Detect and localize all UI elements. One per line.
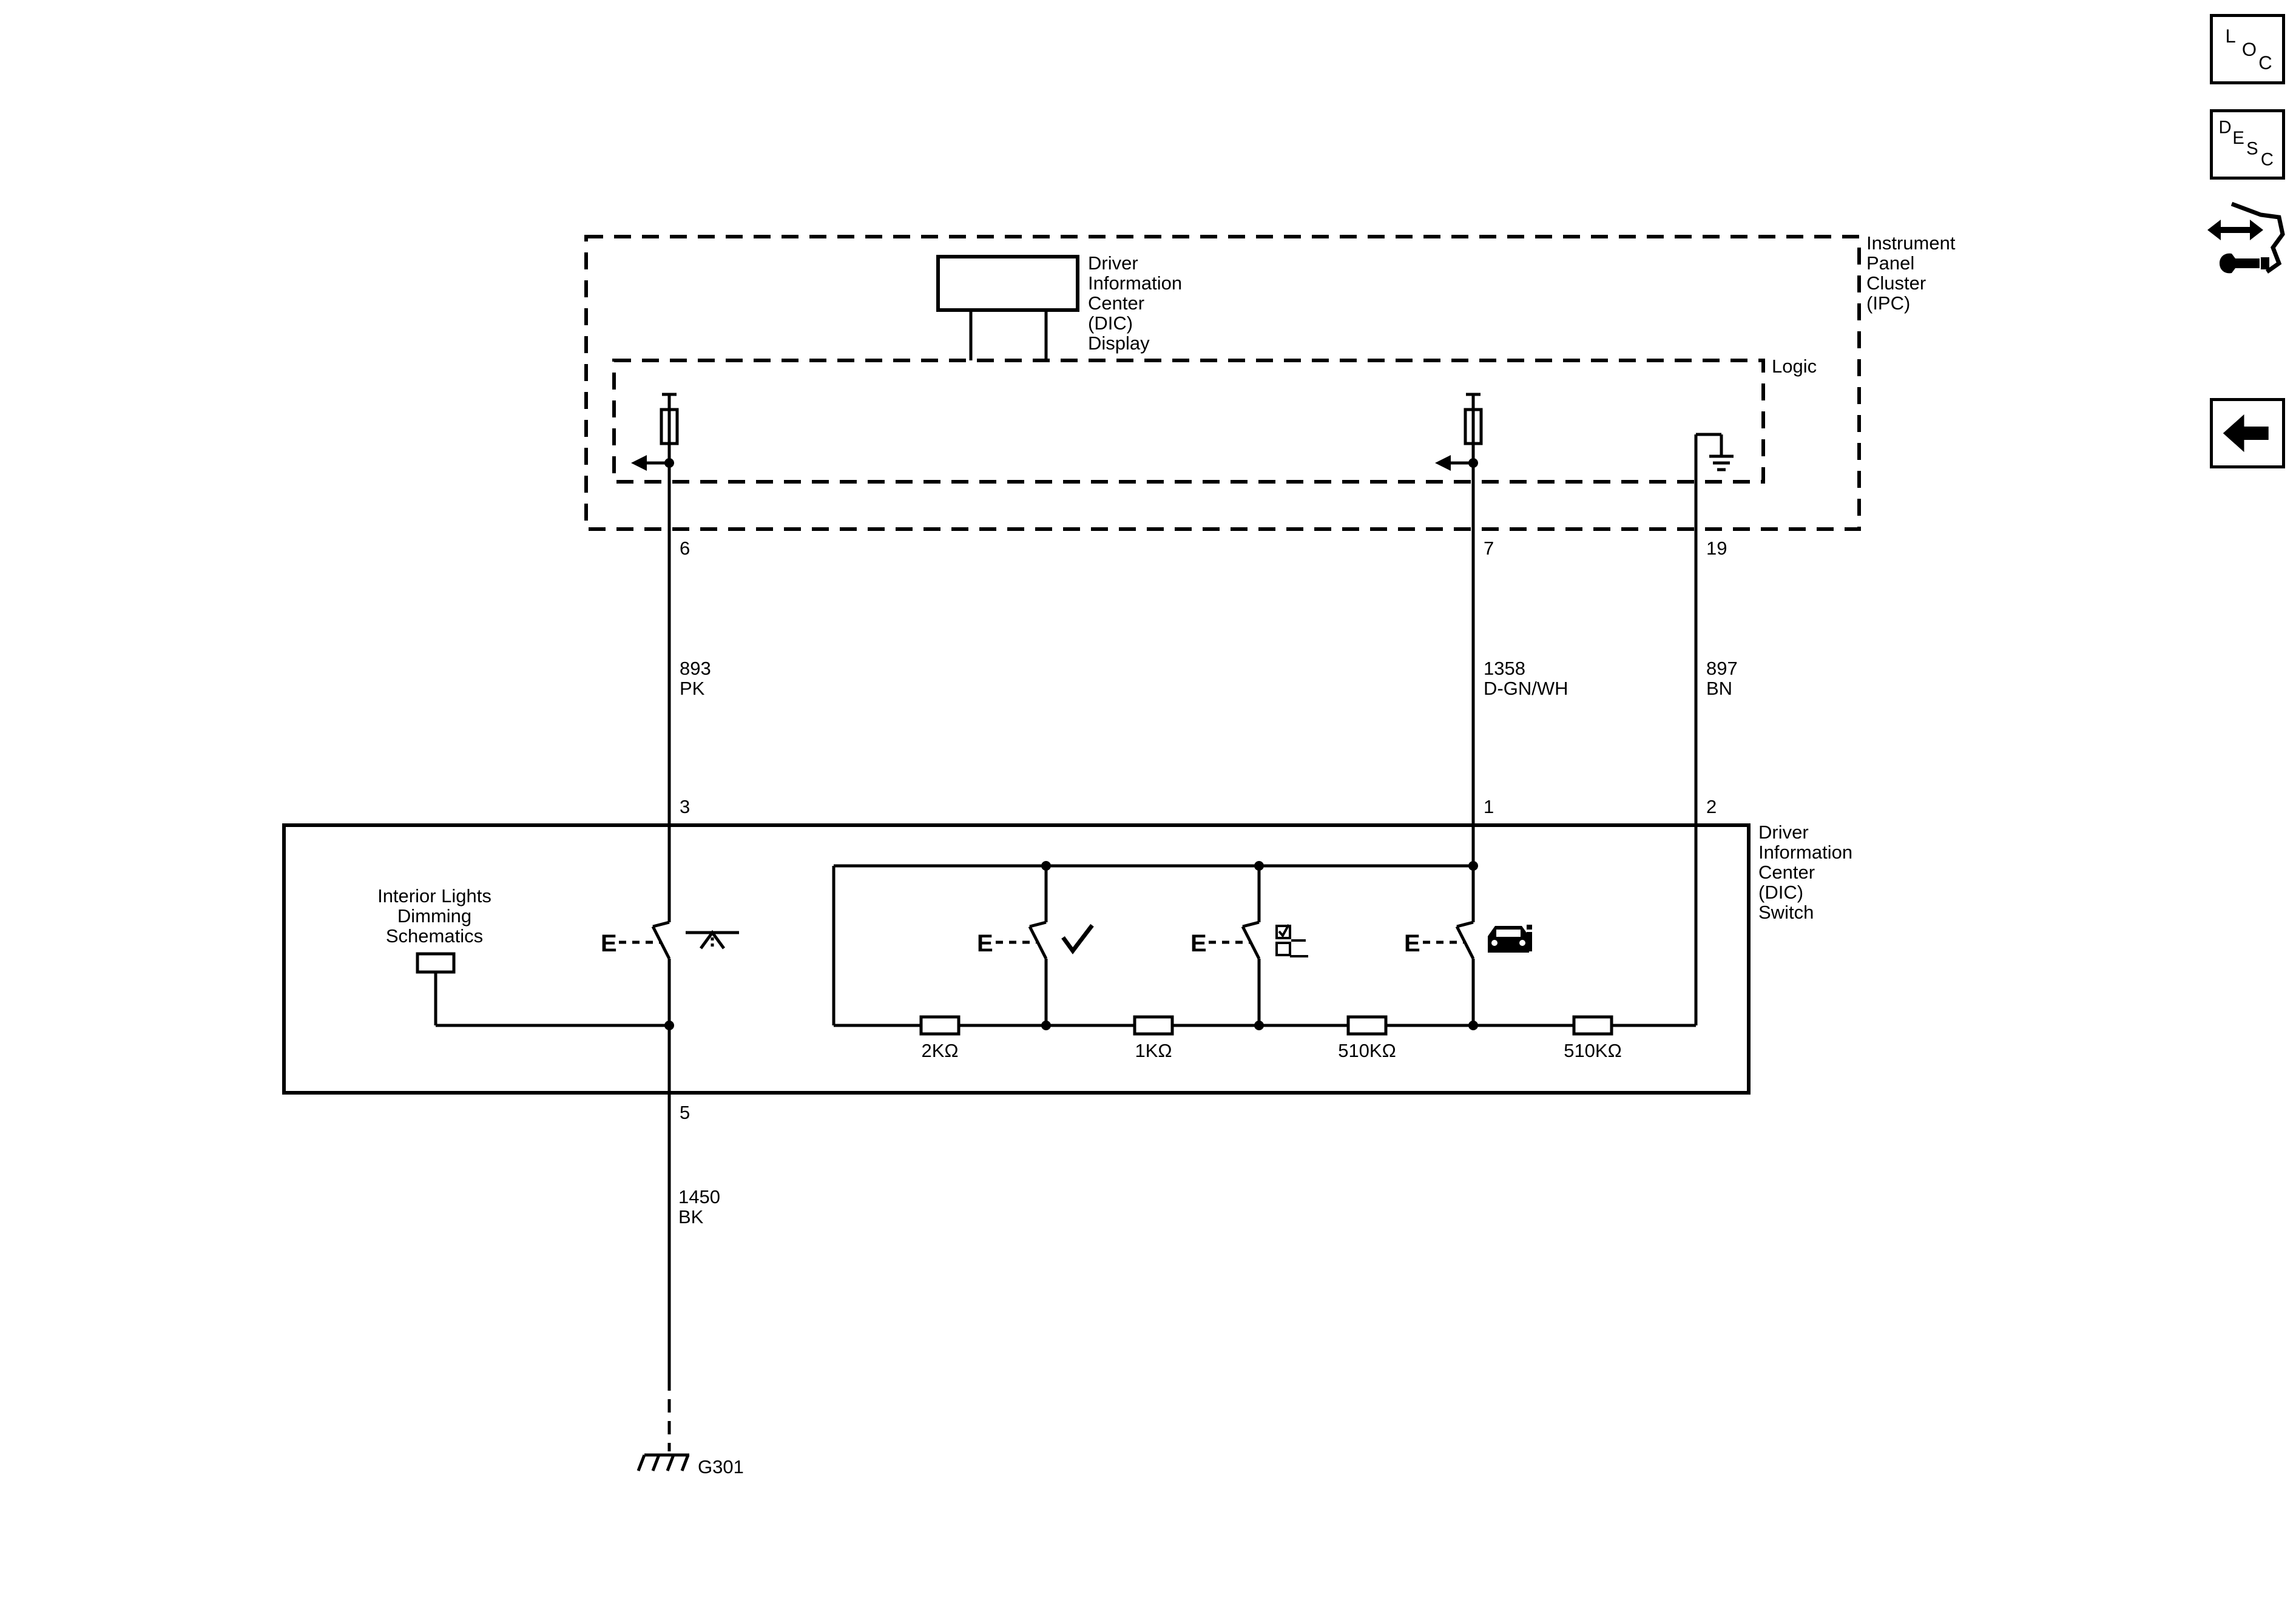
svg-text:E: E: [1190, 930, 1207, 957]
ipc-pin-6: 6: [680, 538, 690, 559]
vehicle-info-icon: [1488, 925, 1532, 953]
desc-button-letter-s: S: [2246, 139, 2258, 158]
resistor-510k-a: [1346, 1015, 1388, 1036]
menu-list-icon: [1275, 924, 1308, 957]
switch-pin-2: 2: [1706, 796, 1717, 817]
connector-repair-icon[interactable]: [2207, 198, 2288, 285]
circuit-number-893: 893: [680, 658, 711, 679]
circuit-number-1450: 1450: [678, 1186, 720, 1207]
dic-switch-label-2: Center: [1758, 862, 1815, 883]
switch-pin-1: 1: [1484, 796, 1494, 817]
switch-pin-3: 3: [680, 796, 690, 817]
ipc-pin-19: 19: [1706, 538, 1727, 559]
wire-color-bn: BN: [1706, 678, 1732, 699]
dic-display-label-0: Driver: [1088, 252, 1138, 274]
ground-g301-label: G301: [698, 1456, 744, 1477]
resistor-510k-b: [1572, 1015, 1613, 1036]
loc-button-letter-l: L: [2225, 25, 2235, 47]
wire-color-pk: PK: [680, 678, 705, 699]
loc-button-letter-c: C: [2258, 52, 2272, 73]
svg-text:E: E: [1404, 930, 1420, 957]
dic-switch-label-0: Driver: [1758, 822, 1809, 843]
dic-switch-label-1: Information: [1758, 842, 1852, 863]
logic-label: Logic: [1772, 356, 1817, 377]
switch-pin-5: 5: [680, 1102, 690, 1123]
select-check-icon: [1061, 923, 1094, 954]
dimming-ref-1[interactable]: Dimming: [397, 905, 471, 927]
resistor-label-510k-a: 510KΩ: [1338, 1040, 1396, 1061]
dic-display-label-3: (DIC): [1088, 312, 1133, 334]
resistor-label-510k-b: 510KΩ: [1564, 1040, 1622, 1061]
resistor-1k: [1133, 1015, 1174, 1036]
back-button[interactable]: [2210, 398, 2285, 468]
ipc-label-3: (IPC): [1866, 292, 1910, 314]
ipc-label-0: Instrument: [1866, 232, 1956, 254]
ipc-pin-7: 7: [1484, 538, 1494, 559]
ipc-box: [584, 235, 1861, 531]
desc-button-letter-c: C: [2261, 150, 2274, 170]
loc-button[interactable]: L O C: [2210, 14, 2285, 84]
dic-display-label-4: Display: [1088, 333, 1150, 354]
circuit-number-1358: 1358: [1484, 658, 1525, 679]
dimming-ref-2[interactable]: Schematics: [386, 925, 483, 947]
dic-switch-box: [282, 823, 1751, 1095]
wire-color-bk: BK: [678, 1206, 704, 1227]
desc-button-letter-e: E: [2232, 129, 2244, 148]
svg-text:E: E: [977, 930, 993, 957]
dic-display-label-1: Information: [1088, 272, 1182, 294]
ipc-label-1: Panel: [1866, 252, 1914, 274]
dic-switch-label-3: (DIC): [1758, 882, 1803, 903]
loc-button-letter-o: O: [2242, 39, 2257, 60]
back-arrow-icon: [2223, 414, 2269, 453]
resistor-label-2k: 2KΩ: [921, 1040, 958, 1061]
dic-display-block: [936, 255, 1079, 312]
desc-button[interactable]: D E S C: [2210, 109, 2285, 180]
circuit-number-897: 897: [1706, 658, 1738, 679]
logic-box: [612, 359, 1765, 484]
dic-display-label-2: Center: [1088, 292, 1144, 314]
dimming-ref-0[interactable]: Interior Lights: [377, 885, 491, 906]
resistor-2k: [919, 1015, 961, 1036]
desc-button-letter-d: D: [2218, 118, 2231, 138]
wire-color-dgnwh: D-GN/WH: [1484, 678, 1568, 699]
svg-text:E: E: [601, 930, 617, 957]
ipc-label-2: Cluster: [1866, 272, 1926, 294]
dic-switch-label-4: Switch: [1758, 902, 1814, 923]
resistor-label-1k: 1KΩ: [1135, 1040, 1172, 1061]
trip-odometer-icon: [686, 930, 739, 950]
